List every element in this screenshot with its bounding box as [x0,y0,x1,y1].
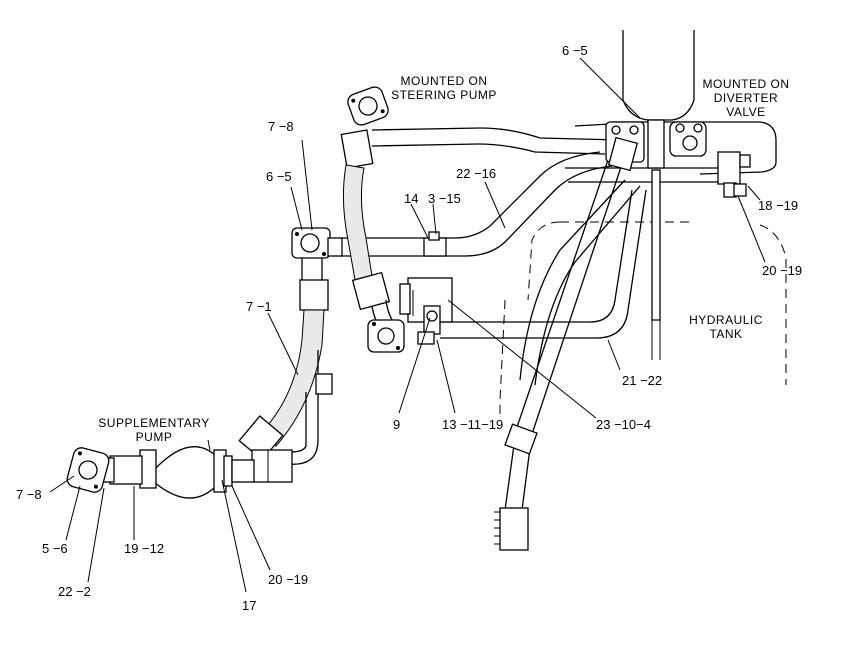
callout-5-6: 5 −6 [42,541,68,556]
caption-supplementary-pump: SUPPLEMENTARY PUMP [98,416,209,444]
steering-lower-flange [367,319,405,353]
callout-6-5-top: 6 −5 [562,43,588,58]
callout-7-8-top: 7 −8 [268,119,294,134]
caption-diverter-valve-line3: VALVE [726,105,765,119]
caption-hydraulic-tank: HYDRAULIC TANK [689,313,763,341]
callout-21-22: 21 −22 [622,373,662,388]
callout-22-16: 22 −16 [456,166,496,181]
clamp-14 [423,231,447,257]
caption-supplementary-pump-line2: PUMP [136,430,173,444]
callout-labels: 6 −5 7 −8 6 −5 14 3 −15 22 −16 18 −19 20… [16,43,802,613]
caption-hydraulic-tank-line1: HYDRAULIC [689,313,763,327]
leader-lines [49,57,766,593]
callout-23-10-4: 23 −10−4 [596,417,651,432]
callout-19-12: 19 −12 [124,541,164,556]
caption-hydraulic-tank-line2: TANK [709,327,742,341]
callout-13-11-19: 13 −11−19 [442,417,503,432]
callout-20-19-bottom: 20 −19 [268,572,308,587]
callout-7-8-left: 7 −8 [16,487,42,502]
upper-return-tube [371,121,777,183]
caption-steering-pump-line1: MOUNTED ON [401,74,488,88]
caption-diverter-valve-line2: DIVERTER [714,91,778,105]
caption-steering-pump: MOUNTED ON STEERING PUMP [391,74,497,102]
caption-diverter-valve: MOUNTED ON DIVERTER VALVE [703,77,790,119]
callout-9: 9 [393,417,400,432]
caption-diverter-valve-line1: MOUNTED ON [703,77,790,91]
callout-7-1: 7 −1 [246,299,272,314]
diagonal-drain-hose [494,159,623,551]
diverter-valve-housing [622,30,695,121]
callout-14: 14 [404,191,418,206]
hydraulic-tank-outline [499,221,787,420]
hose-7-1 [238,227,343,483]
callout-6-5-left: 6 −5 [266,169,292,184]
tank-rod [651,169,661,360]
callout-3-15: 3 −15 [428,191,461,206]
callout-17: 17 [242,598,256,613]
caption-steering-pump-line2: STEERING PUMP [391,88,497,102]
bracket-23-10-4 [399,277,453,345]
supplementary-pump [93,446,255,499]
callout-22-2: 22 −2 [58,584,91,599]
left-flange [66,447,110,493]
caption-supplementary-pump-line1: SUPPLEMENTARY [98,416,209,430]
steering-pump-hose [340,86,405,353]
tube-21-22 [440,179,647,386]
callout-18-19: 18 −19 [758,198,798,213]
tube-22-16 [340,151,613,257]
callout-20-19-right: 20 −19 [762,263,802,278]
bracket-18-19 [717,151,751,198]
diverter-fittings [605,119,707,172]
